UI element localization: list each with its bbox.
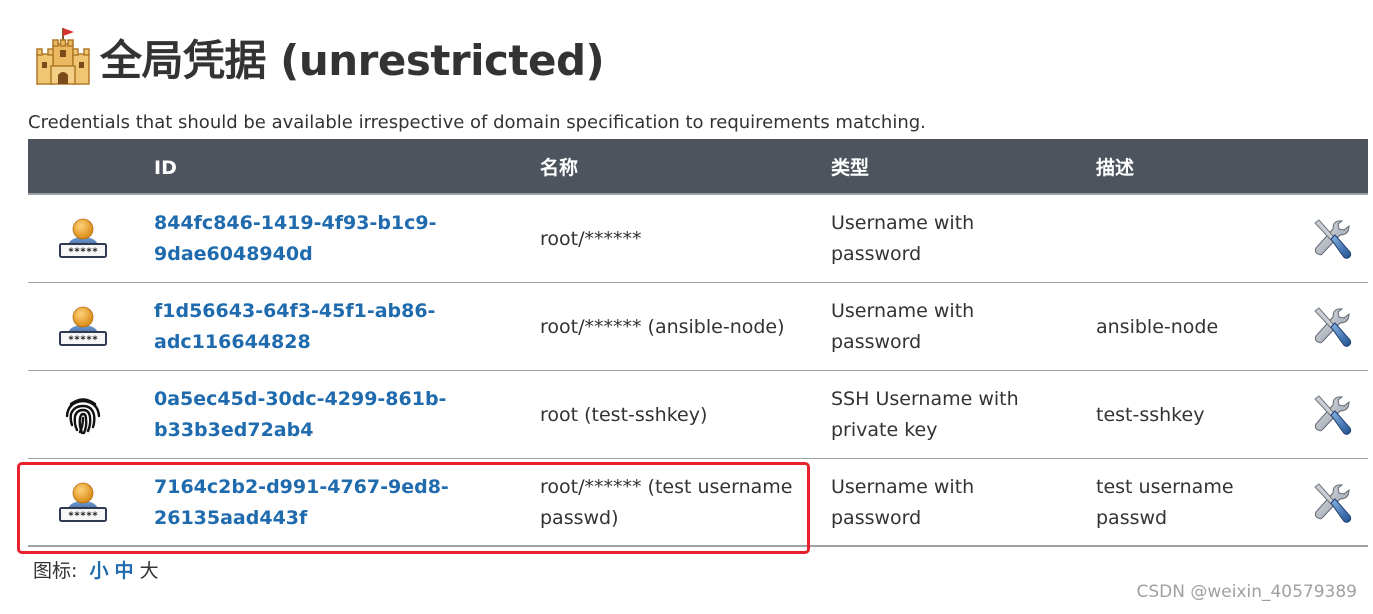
castle-icon [34,26,92,88]
kind-cell: SSH Username with private key [831,371,1081,459]
name-cell: root/****** [540,195,810,283]
page-title: 全局凭据 (unrestricted) [100,35,605,85]
id-cell: 0a5ec45d-30dc-4299-861b-b33b3ed72ab4 [154,371,534,459]
credential-id-link[interactable]: 0a5ec45d-30dc-4299-861b-b33b3ed72ab4 [154,384,446,446]
configure-tools-icon[interactable] [1310,393,1354,437]
type-cell: ***** [28,195,138,283]
text-line: Username with [831,212,975,234]
text-line: password [831,507,922,529]
id-cell: 844fc846-1419-4f93-b1c9- 9dae6048940d [154,195,534,283]
icon-size-label: 图标: [33,560,78,582]
text-line: password [831,331,922,353]
credential-id-link[interactable]: f1d56643-64f3-45f1-ab86- adc116644828 [154,296,435,358]
icon-size-selector: 图标: 小 中 大 [33,556,159,583]
text-line: passwd) [540,507,619,529]
table-row: 0a5ec45d-30dc-4299-861b-b33b3ed72ab4 root… [28,371,1368,459]
page-header: 全局凭据 (unrestricted) [34,24,605,90]
text-line: root (test-sshkey) [540,403,708,426]
text-line: 7164c2b2-d991-4767-9ed8- [154,476,449,498]
text-line: root/****** (ansible-node) [540,315,785,338]
text-line: 9dae6048940d [154,243,313,265]
text-line: f1d56643-64f3-45f1-ab86- [154,300,436,322]
kind-cell: Username with password [831,195,1081,283]
action-cell [1296,371,1368,459]
table-row: ***** 7164c2b2-d991-4767-9ed8- 26135aad443… [28,459,1368,547]
name-cell: root (test-sshkey) [540,371,810,459]
text-line: ansible-node [1096,315,1219,338]
column-header-description[interactable]: 描述 [1096,157,1135,179]
text-line: password [831,243,922,265]
domain-description: Credentials that should be available irr… [28,112,926,133]
text-line: Username with [831,476,975,498]
text-line: 26135aad443f [154,507,308,529]
configure-tools-icon[interactable] [1310,217,1354,261]
description-cell [1096,195,1296,283]
user-password-icon: ***** [58,217,108,261]
id-cell: 7164c2b2-d991-4767-9ed8- 26135aad443f [154,459,534,547]
text-line: b33b3ed72ab4 [154,419,314,441]
user-password-icon: ***** [58,481,108,525]
action-cell [1296,459,1368,547]
action-cell [1296,283,1368,371]
fingerprint-icon [63,394,103,436]
description-cell: test username passwd [1096,459,1296,547]
text-line: SSH Username with [831,388,1019,410]
svg-text:*****: ***** [68,335,98,346]
text-line: 844fc846-1419-4f93-b1c9- [154,212,437,234]
svg-text:*****: ***** [68,511,98,522]
table-row: ***** f1d56643-64f3-45f1-ab86- adc11664482… [28,283,1368,371]
type-cell: ***** [28,283,138,371]
id-cell: f1d56643-64f3-45f1-ab86- adc116644828 [154,283,534,371]
text-line: root/****** (test username [540,476,793,498]
credential-id-link[interactable]: 7164c2b2-d991-4767-9ed8- 26135aad443f [154,472,449,534]
kind-cell: Username with password [831,459,1081,547]
table-header: ID 名称 类型 描述 [28,139,1368,195]
text-line: 0a5ec45d-30dc-4299-861b- [154,388,447,410]
type-cell: ***** [28,459,138,547]
column-header-id[interactable]: ID [154,157,177,179]
column-header-kind[interactable]: 类型 [831,157,870,179]
description-cell: ansible-node [1096,283,1296,371]
credential-id-link[interactable]: 844fc846-1419-4f93-b1c9- 9dae6048940d [154,208,437,270]
text-line: private key [831,419,938,441]
text-line: passwd [1096,507,1168,529]
kind-cell: Username with password [831,283,1081,371]
column-header-name[interactable]: 名称 [540,157,579,179]
text-line: root/****** [540,227,642,250]
name-cell: root/****** (test username passwd) [540,459,810,547]
configure-tools-icon[interactable] [1310,481,1354,525]
action-cell [1296,195,1368,283]
user-password-icon: ***** [58,305,108,349]
text-line: test-sshkey [1096,403,1205,426]
text-line: test username [1096,476,1234,498]
table-row: ***** 844fc846-1419-4f93-b1c9- 9dae6048940… [28,195,1368,283]
description-cell: test-sshkey [1096,371,1296,459]
credentials-table: ID 名称 类型 描述 ***** 844fc846-1419-4f93-b1c9… [28,139,1368,547]
icon-size-small-link[interactable]: 小 [89,560,109,582]
type-cell [28,371,138,459]
icon-size-medium-link[interactable]: 中 [114,560,134,582]
svg-text:*****: ***** [68,247,98,258]
configure-tools-icon[interactable] [1310,305,1354,349]
text-line: Username with [831,300,975,322]
table-body: ***** 844fc846-1419-4f93-b1c9- 9dae6048940… [28,195,1368,547]
text-line: adc116644828 [154,331,311,353]
name-cell: root/****** (ansible-node) [540,283,810,371]
icon-size-large-current: 大 [139,560,159,582]
watermark: CSDN @weixin_40579389 [1136,582,1357,602]
